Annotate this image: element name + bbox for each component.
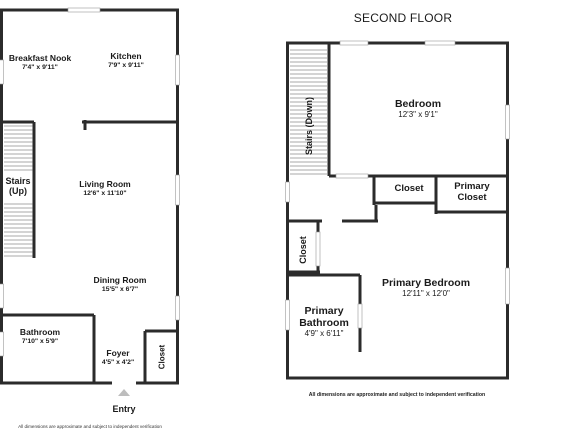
- entry-label: Entry: [112, 404, 136, 414]
- room-stairs-up: Stairs (Up): [5, 176, 31, 197]
- second-floor-title: SECOND FLOOR: [353, 11, 453, 25]
- stairs-up-treads: [4, 125, 33, 257]
- stairs-down-treads: [290, 49, 327, 175]
- disclaimer-second-floor: All dimensions are approximate and subje…: [308, 392, 486, 398]
- second-floor-windows: [285, 40, 510, 331]
- room-closet-top: Closet: [394, 183, 424, 194]
- room-closet-side: Closet: [298, 236, 308, 264]
- room-stairs-down: Stairs (Down): [304, 96, 314, 156]
- entry-door: [112, 381, 136, 396]
- first-floor-windows: [0, 7, 180, 357]
- disclaimer-first-floor: All dimensions are approximate and subje…: [18, 424, 162, 429]
- room-closet-first-floor: Closet: [157, 344, 167, 370]
- room-primary-closet: Primary Closet: [454, 181, 490, 203]
